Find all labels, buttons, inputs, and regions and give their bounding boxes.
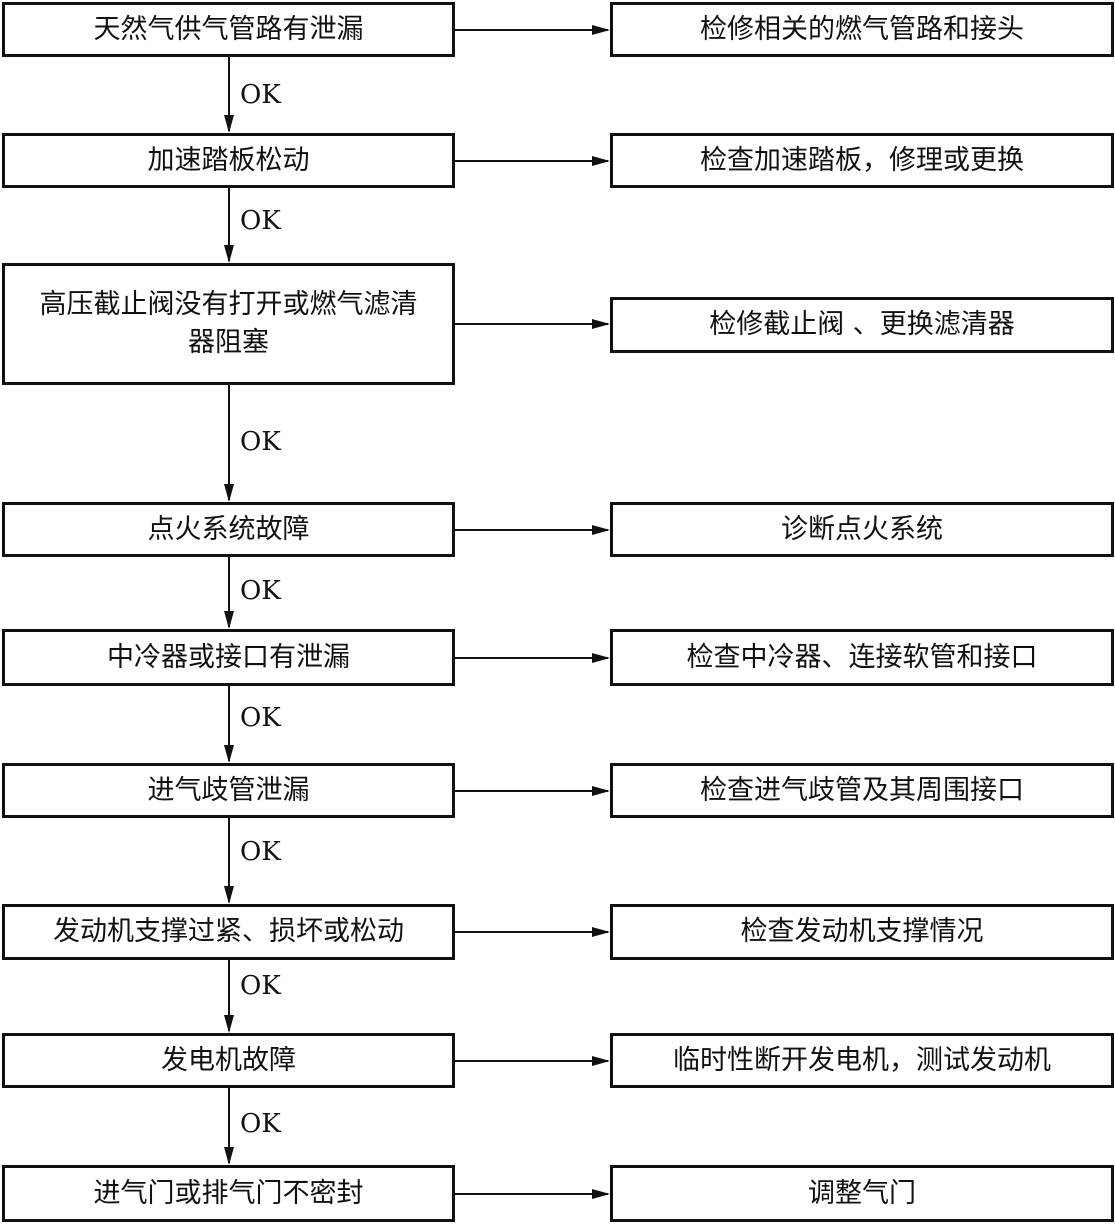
fault-text-5: 中冷器或接口有泄漏: [107, 641, 350, 673]
action-text-9: 调整气门: [808, 1177, 916, 1209]
ok-label-7: OK: [240, 971, 281, 1001]
arrowhead-down-6: [224, 886, 234, 904]
fault-box-7: 发动机支撑过紧、损坏或松动: [2, 904, 455, 960]
fault-text-8: 发电机故障: [161, 1044, 296, 1076]
fault-box-9: 进气门或排气门不密封: [2, 1165, 455, 1222]
arrowhead-down-3: [224, 484, 234, 502]
action-box-4: 诊断点火系统: [610, 502, 1114, 557]
action-box-6: 检查进气歧管及其周围接口: [610, 763, 1114, 818]
fault-text-7: 发动机支撑过紧、损坏或松动: [53, 916, 404, 947]
arrowhead-to-action-4: [592, 525, 610, 535]
fault-text-4: 点火系统故障: [147, 513, 310, 545]
ok-label-1: OK: [240, 80, 281, 110]
arrowhead-down-7: [224, 1015, 234, 1033]
action-text-4: 诊断点火系统: [781, 513, 943, 545]
arrowhead-to-action-6: [592, 786, 610, 796]
arrowhead-to-action-1: [592, 25, 610, 35]
ok-label-3: OK: [240, 427, 281, 457]
fault-text-9: 进气门或排气门不密封: [93, 1177, 364, 1209]
action-text-7: 检查发动机支撑情况: [740, 916, 984, 947]
fault-box-6: 进气歧管泄漏: [2, 763, 455, 818]
ok-label-6: OK: [240, 837, 281, 867]
arrowhead-to-action-9: [592, 1189, 610, 1199]
fault-text-2: 加速踏板松动: [147, 144, 310, 176]
ok-label-5: OK: [240, 703, 281, 733]
arrowhead-down-8: [224, 1147, 234, 1165]
fault-box-8: 发电机故障: [2, 1033, 455, 1088]
fault-text-3: 高压截止阀没有打开或燃气滤清器阻塞: [39, 289, 418, 358]
action-box-2: 检查加速踏板，修理或更换: [610, 133, 1114, 188]
action-box-3: 检修截止阀 、更换滤清器: [610, 297, 1114, 353]
fault-box-2: 加速踏板松动: [2, 133, 455, 188]
action-box-8: 临时性断开发电机，测试发动机: [610, 1033, 1114, 1088]
arrowhead-to-action-8: [592, 1056, 610, 1066]
fault-box-1: 天然气供气管路有泄漏: [2, 2, 455, 57]
action-text-8: 临时性断开发电机，测试发动机: [673, 1044, 1051, 1076]
arrowhead-to-action-3: [592, 319, 610, 329]
fault-box-5: 中冷器或接口有泄漏: [2, 629, 455, 686]
ok-label-2: OK: [240, 206, 281, 236]
arrowhead-to-action-2: [592, 156, 610, 166]
action-text-6: 检查进气歧管及其周围接口: [700, 774, 1024, 806]
arrowhead-down-2: [224, 245, 234, 263]
fault-box-4: 点火系统故障: [2, 502, 455, 557]
ok-label-8: OK: [240, 1109, 281, 1139]
action-text-2: 检查加速踏板，修理或更换: [700, 144, 1024, 176]
fault-text-6: 进气歧管泄漏: [147, 774, 310, 806]
arrowhead-down-4: [224, 611, 234, 629]
arrowhead-to-action-5: [592, 653, 610, 663]
arrowhead-down-1: [224, 115, 234, 133]
fault-box-3: 高压截止阀没有打开或燃气滤清器阻塞: [2, 263, 455, 385]
ok-label-4: OK: [240, 576, 281, 606]
action-box-1: 检修相关的燃气管路和接头: [610, 2, 1114, 57]
action-text-5: 检查中冷器、连接软管和接口: [686, 641, 1038, 673]
action-box-7: 检查发动机支撑情况: [610, 904, 1114, 960]
action-box-9: 调整气门: [610, 1165, 1114, 1222]
fault-text-1: 天然气供气管路有泄漏: [93, 13, 364, 45]
action-text-1: 检修相关的燃气管路和接头: [700, 13, 1024, 45]
arrowhead-down-5: [224, 745, 234, 763]
arrowhead-to-action-7: [592, 927, 610, 937]
action-text-3: 检修截止阀 、更换滤清器: [709, 309, 1015, 340]
action-box-5: 检查中冷器、连接软管和接口: [610, 629, 1114, 686]
